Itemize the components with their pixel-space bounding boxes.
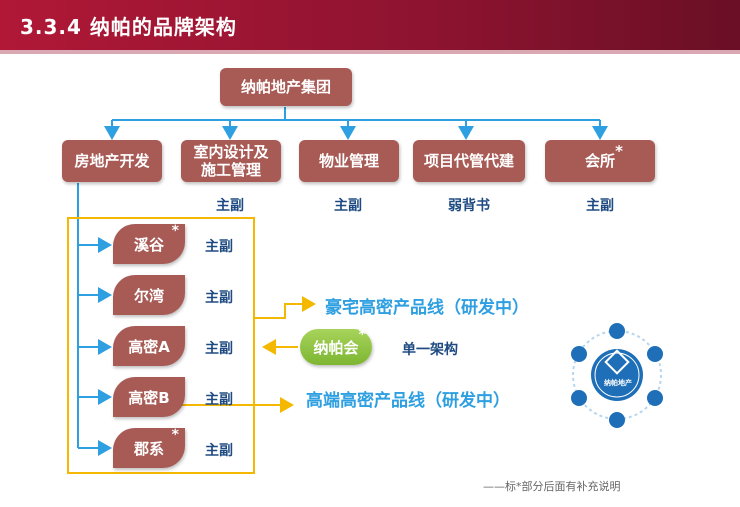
division-project-agency: 项目代管代建 [413,140,525,182]
page-title: 3.3.4 纳帕的品牌架构 [20,15,237,39]
project-sub-label: 主副 [205,290,233,306]
root-node: 纳帕地产集团 [220,68,352,106]
header-divider [0,50,740,54]
division-sub-label: 主副 [216,198,244,214]
division-interior-design: 室内设计及施工管理 [181,140,281,182]
project-sub-label: 主副 [205,239,233,255]
project-bracket [67,217,255,474]
highend-product-line: 高端高密产品线（研发中） [306,391,510,411]
division-sub-label: 弱背书 [448,198,490,214]
project-junxi: 郡系 * [113,427,185,468]
project-erwan: 尔湾 [113,275,185,315]
project-sub-label: 主副 [205,341,233,357]
project-xigu: 溪谷 * [113,223,185,264]
napa-club-node: 纳帕会 * [300,327,372,365]
project-gaomi-a: 高密A [113,326,185,366]
header-bar: 3.3.4 纳帕的品牌架构 [0,0,740,50]
to-luxury-line [254,296,316,319]
napa-logo-graphic: 纳帕地产 [560,318,675,433]
division-club: 会所 * [545,140,655,182]
project-gaomi-b: 高密B [113,377,185,417]
club-architecture-label: 单一架构 [402,342,458,358]
luxury-product-line: 豪宅高密产品线（研发中） [325,298,529,318]
project-sub-label: 主副 [205,392,233,408]
division-real-estate: 房地产开发 [62,140,162,182]
division-sub-label: 主副 [334,198,362,214]
division-sub-label: 主副 [586,198,614,214]
logo-name: 纳帕地产 [604,379,632,387]
napa-logo-icon [571,323,663,428]
division-property-mgmt: 物业管理 [299,140,399,182]
project-sub-label: 主副 [205,443,233,459]
footnote: ——标*部分后面有补充说明 [483,480,621,493]
